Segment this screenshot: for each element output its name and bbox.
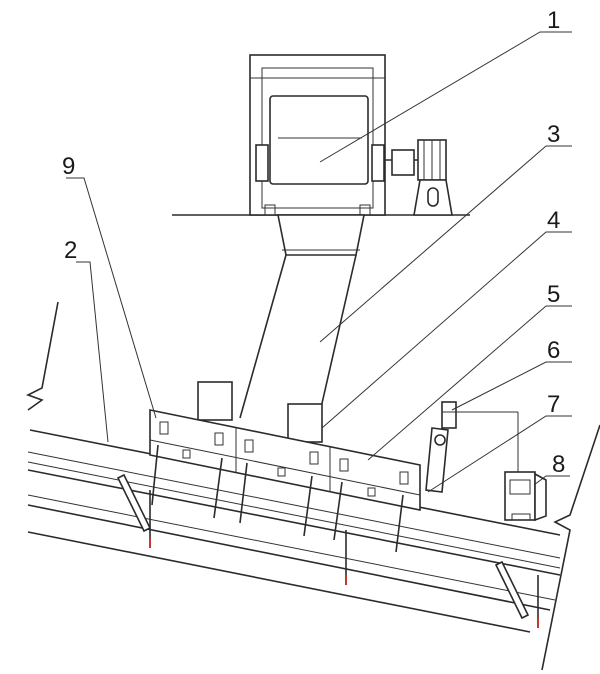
skirt-enclosure — [149, 381, 421, 553]
bearing-right — [371, 144, 385, 182]
cabinet-body — [504, 471, 536, 521]
inspection-box-1 — [197, 381, 233, 421]
cabinet-door — [534, 472, 547, 522]
chute-right-edge — [319, 254, 357, 413]
callout-3: 3 — [547, 121, 560, 148]
coupling — [391, 149, 415, 176]
base-opening — [427, 187, 439, 207]
sensor-assembly — [425, 401, 519, 493]
crusher-unit — [172, 54, 470, 216]
support-brace-right — [494, 560, 530, 620]
callouts: 1 2 3 4 5 6 7 8 9 — [62, 7, 565, 478]
callout-7: 7 — [547, 391, 560, 418]
callout-1: 1 — [547, 7, 560, 34]
break-line-left — [25, 301, 59, 411]
conveyor — [25, 301, 600, 671]
sensor-head — [441, 401, 457, 429]
inspection-box-2 — [287, 403, 323, 443]
callout-8: 8 — [552, 451, 565, 478]
crusher-drum — [269, 95, 369, 185]
bearing-left — [255, 144, 269, 182]
callout-6: 6 — [547, 337, 560, 364]
control-cabinet — [504, 471, 547, 522]
chute — [239, 214, 365, 419]
leader-lines — [66, 31, 572, 493]
callout-9: 9 — [62, 153, 75, 180]
callout-5: 5 — [547, 281, 560, 308]
break-line-right — [541, 424, 600, 671]
callout-4: 4 — [547, 207, 560, 234]
chute-hopper — [277, 214, 365, 256]
callout-2: 2 — [64, 237, 77, 264]
enclosure-body — [149, 409, 421, 511]
crusher-housing-inner — [261, 67, 374, 209]
chute-left-edge — [239, 254, 287, 419]
